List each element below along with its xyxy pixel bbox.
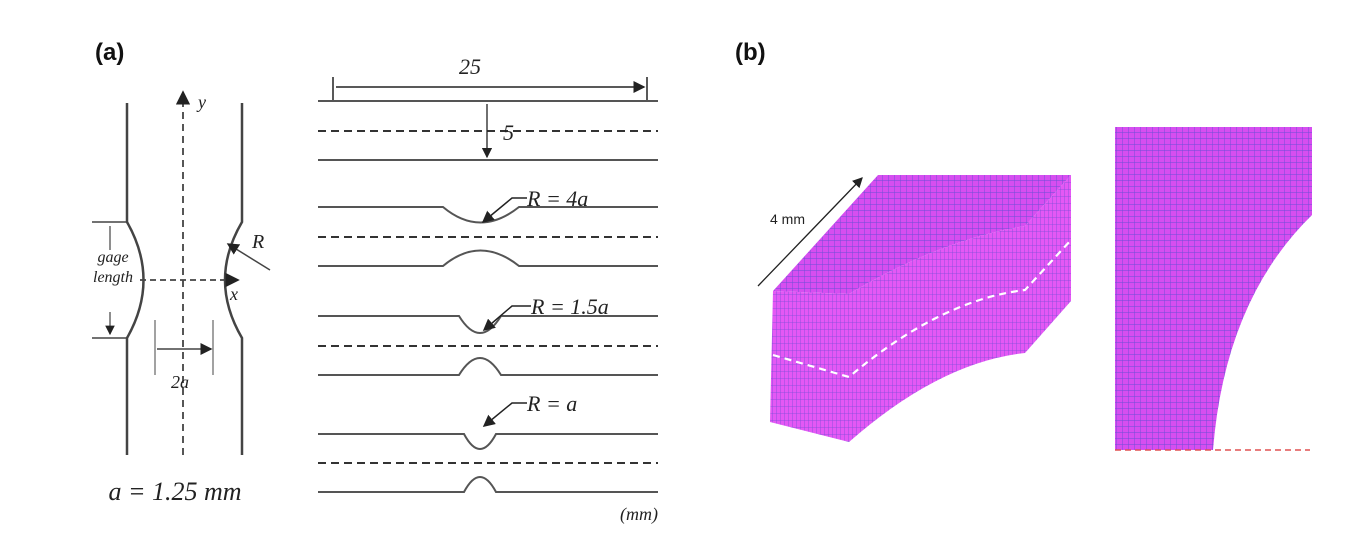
notch-label-ra: R = a — [526, 391, 577, 416]
width-label: 2a — [171, 372, 189, 392]
panel-label-b: (b) — [735, 39, 766, 66]
units-label: (mm) — [620, 504, 658, 525]
notch-sketches — [318, 77, 658, 493]
y-axis-label: y — [196, 92, 206, 112]
mesh-3d-block — [770, 175, 1072, 442]
specimen-sketch — [92, 90, 271, 455]
gage-length-label-1: gage — [97, 249, 128, 266]
radius-label: R — [251, 231, 264, 253]
notch-label-r15a: R = 1.5a — [530, 294, 609, 319]
thickness-label: 4 mm — [770, 211, 805, 227]
a-value-label: a = 1.25 mm — [108, 477, 241, 506]
x-axis-label: x — [229, 284, 238, 304]
thickness-dimension — [757, 178, 862, 287]
panel-label-a: (a) — [95, 39, 124, 66]
length-dimension: 25 — [459, 54, 481, 79]
notch-label-r4a: R = 4a — [526, 186, 588, 211]
width-dimension: 5 — [503, 120, 514, 145]
gage-length-label-2: length — [93, 269, 133, 286]
mesh-2d-section — [1115, 127, 1312, 451]
